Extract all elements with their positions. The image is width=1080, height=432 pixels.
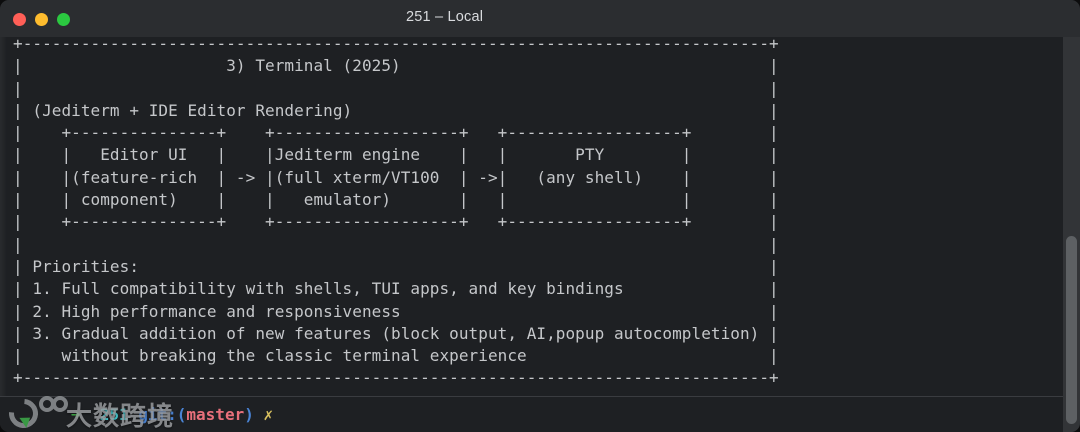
- close-button[interactable]: [13, 13, 26, 26]
- scrollbar-track[interactable]: [1063, 37, 1080, 432]
- window-controls: [13, 13, 70, 26]
- ascii-diagram: +---------------------------------------…: [13, 34, 779, 388]
- minimize-button[interactable]: [35, 13, 48, 26]
- prompt-git-suffix: ): [244, 405, 264, 424]
- prompt-directory: 251: [99, 405, 139, 424]
- terminal-viewport[interactable]: +---------------------------------------…: [0, 34, 1080, 396]
- window-edge-highlight: [0, 37, 7, 432]
- prompt-arrow-icon: ➜: [70, 405, 100, 424]
- shell-prompt[interactable]: ➜ 251 git:(master) ✗: [13, 386, 273, 432]
- prompt-git-prefix: git:(: [138, 405, 187, 424]
- window-title: 251 – Local: [406, 9, 484, 25]
- scrollbar-thumb[interactable]: [1066, 236, 1077, 424]
- zoom-button[interactable]: [57, 13, 70, 26]
- prompt-git-branch: master: [186, 405, 245, 424]
- prompt-bar[interactable]: ➜ 251 git:(master) ✗: [0, 396, 1080, 432]
- prompt-status-icon: ✗: [263, 405, 274, 424]
- title-bar[interactable]: 251 – Local: [0, 0, 1080, 37]
